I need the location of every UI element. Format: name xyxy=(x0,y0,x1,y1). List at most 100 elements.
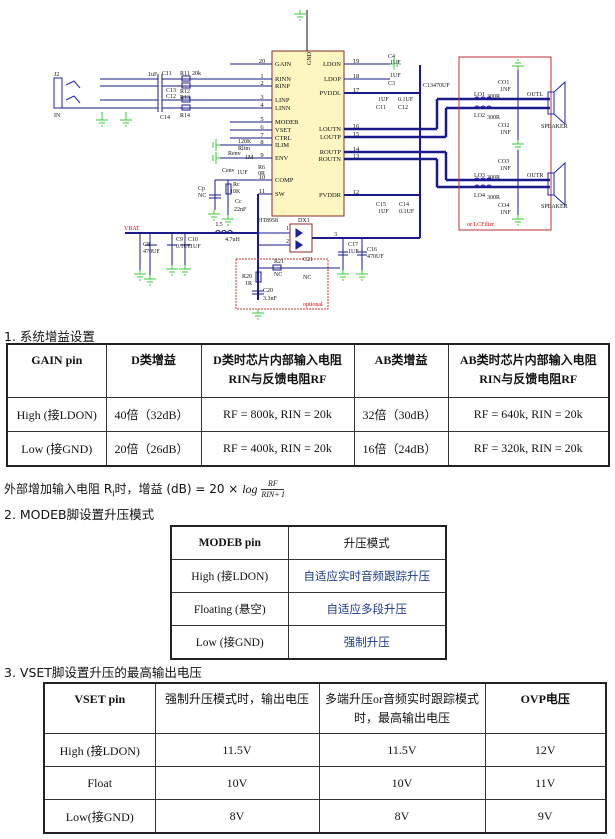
vset-table: VSET pin 强制升压模式时，输出电压 多端升压or音频实时跟踪模式时，最高… xyxy=(43,682,607,834)
pin-name: CTRL xyxy=(275,135,292,142)
formula-text: 外部增加输入电阻 R xyxy=(4,482,113,496)
label: C21 xyxy=(303,257,313,263)
label: R21 xyxy=(274,259,284,265)
label: 470UF xyxy=(433,83,450,89)
label: C4 xyxy=(388,54,395,60)
lc-filter-box xyxy=(458,56,552,231)
pin-name: ILIM xyxy=(275,142,289,149)
label: J2 xyxy=(54,72,59,78)
cell: Low (接GND) xyxy=(170,625,289,660)
cell: 自适应多段升压 xyxy=(287,592,447,626)
cell: 11V xyxy=(484,766,607,800)
label: CO3 xyxy=(498,159,509,165)
pin-number: 6 xyxy=(260,124,264,131)
cell: 强制升压 xyxy=(287,625,447,660)
label: Rc xyxy=(233,182,240,188)
cell: High (接LDON) xyxy=(43,733,156,767)
label: IN xyxy=(54,113,61,119)
gnd-pin-label: GND xyxy=(307,51,313,65)
header-cell: 升压模式 xyxy=(287,525,447,560)
ground-icons xyxy=(96,10,524,320)
label: LO2 xyxy=(474,113,485,119)
chip-body xyxy=(271,50,345,217)
section3-heading: 3. VSET脚设置升压的最高输出电压 xyxy=(4,665,202,680)
table-row: High (接LDON) 40倍（32dB） RF = 800k, RIN = … xyxy=(6,397,610,432)
pin-name: LOUTN xyxy=(319,126,341,133)
label: L5 xyxy=(216,222,223,228)
label: C11 xyxy=(162,71,172,77)
label: C14 xyxy=(160,115,170,121)
label: 0R xyxy=(258,171,265,177)
header-cell: 强制升压模式时，输出电压 xyxy=(154,682,320,734)
label: SPEAKER xyxy=(541,124,568,130)
cell: 8V xyxy=(154,799,320,834)
cell: High (接LDON) xyxy=(170,559,289,593)
cell: Low(接GND) xyxy=(43,799,156,834)
pin-name: LINN xyxy=(275,105,291,112)
table-row: Floating (悬空)自适应多段升压 xyxy=(170,592,447,626)
label: 300R xyxy=(487,195,500,201)
pin-number: 13 xyxy=(353,153,360,160)
label: 1NF xyxy=(500,130,511,136)
table-header-row: VSET pin 强制升压模式时，输出电压 多端升压or音频实时跟踪模式时，最高… xyxy=(43,682,607,734)
label: C16 xyxy=(367,247,377,253)
label: Cc xyxy=(235,199,242,205)
label: CO1 xyxy=(498,80,509,86)
pin-number: 10 xyxy=(259,174,266,181)
pin-number: 8 xyxy=(260,139,263,146)
label: 3.3nF xyxy=(263,296,278,302)
input-jack xyxy=(53,77,63,109)
pin-name: ROUTP xyxy=(320,149,342,156)
pin-number: 14 xyxy=(353,146,360,153)
pin-number: 7 xyxy=(260,132,264,139)
table-row: High (接LDON)自适应实时音频跟踪升压 xyxy=(170,559,447,593)
pin-name: COMP xyxy=(275,177,294,184)
section2-heading: 2. MODEB脚设置升压模式 xyxy=(4,507,155,522)
cell: RF = 320k, RIN = 20k xyxy=(447,431,610,467)
cell: 9V xyxy=(484,799,607,834)
cell: 40倍（32dB） xyxy=(105,397,202,432)
pin-number: 1 xyxy=(260,73,263,80)
label: LO1 xyxy=(474,92,485,98)
header-cell: GAIN pin xyxy=(6,343,107,398)
label: 4.7uH xyxy=(225,237,241,243)
table-header-row: GAIN pin D类增益 D类时芯片内部输入电阻RIN与反馈电阻RF AB类增… xyxy=(6,343,610,398)
header-cell: D类增益 xyxy=(105,343,202,398)
table-header-row: MODEB pin 升压模式 xyxy=(170,525,447,560)
label: LO3 xyxy=(474,173,485,179)
cell: Floating (悬空) xyxy=(170,592,289,626)
optional-box xyxy=(235,258,329,310)
label: 1UF xyxy=(378,209,389,215)
label: C13 xyxy=(166,88,176,94)
denominator: RIN+ I xyxy=(261,490,285,499)
cell: Float xyxy=(43,766,156,800)
cell: 32倍（30dB） xyxy=(353,397,449,432)
cell: RF = 400k, RIN = 20k xyxy=(200,431,355,467)
label: SPEAKER xyxy=(541,204,568,210)
circuit-schematic: GAIN20RINN1RINP2LINP3LINN4MODEB5VSET6CTR… xyxy=(53,10,568,320)
header-cell: AB类增益 xyxy=(353,343,449,398)
numerator: RF xyxy=(261,479,285,490)
table-row: Low (接GND)强制升压 xyxy=(170,625,447,660)
label: R13 xyxy=(180,95,190,101)
pin-name: PVDDR xyxy=(319,192,342,199)
header-cell: OVP电压 xyxy=(484,682,607,734)
label: 300R xyxy=(487,94,500,100)
cell: 8V xyxy=(318,799,486,834)
pin-number: 15 xyxy=(353,131,360,138)
label: 1UF xyxy=(237,170,248,176)
label: C12 xyxy=(398,105,408,111)
formula-text: 时，增益 (dB) = 20 × xyxy=(114,482,243,496)
pin-number: 5 xyxy=(260,116,263,123)
label: CO2 xyxy=(498,123,509,129)
label: NC xyxy=(198,193,206,199)
label: Cp xyxy=(198,186,205,192)
label: 3 xyxy=(334,232,337,238)
pin-number: 9 xyxy=(260,152,263,159)
label: C12 xyxy=(166,94,176,100)
label: Renv xyxy=(228,151,241,157)
